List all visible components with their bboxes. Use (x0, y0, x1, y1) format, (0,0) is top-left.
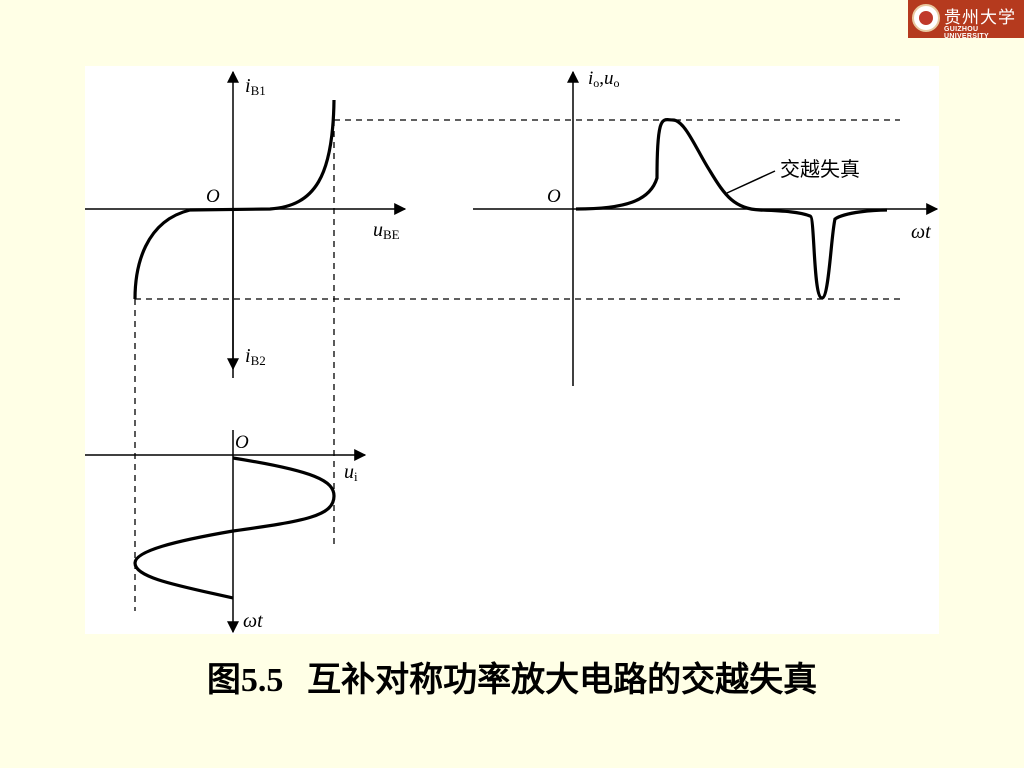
iB2-label: iB2 (245, 345, 266, 368)
university-logo: 贵州大学 GUIZHOU UNIVERSITY (908, 0, 1024, 40)
input-waveform-panel: O ui ωt (85, 430, 367, 634)
output-waveform-panel: 交越失真 O io,uo ωt (473, 68, 939, 386)
caption-prefix: 图 (206, 660, 241, 700)
crossover-distortion-annotation: 交越失真 (780, 157, 860, 181)
caption-number: 5.5 (240, 662, 284, 699)
figure-caption: 图5.5 互补对称功率放大电路的交越失真 (0, 652, 1024, 701)
io-uo-label: io,uo (588, 68, 620, 90)
guide-lines (134, 119, 900, 611)
logo-name-cn: 贵州大学 (944, 8, 1016, 28)
input-sine-curve (133, 456, 336, 600)
output-waveform-curve (575, 118, 888, 300)
iB1-label: iB1 (245, 75, 266, 98)
output-omega-t-label: ωt (911, 221, 931, 243)
input-omega-t-label: ωt (243, 610, 263, 632)
uBE-label: uBE (373, 219, 400, 242)
caption-text: 互补对称功率放大电路的交越失真 (307, 660, 818, 700)
origin-label-top-right: O (547, 186, 561, 207)
input-characteristic-curve (133, 99, 336, 300)
crossover-distortion-diagram: O iB1 iB2 uBE 交越失真 O io,uo ωt O ui ωt (85, 66, 939, 634)
ui-label: ui (344, 461, 358, 484)
input-characteristic-panel: O iB1 iB2 uBE (85, 70, 407, 378)
annotation-leader-line (726, 170, 776, 194)
seal-icon (912, 4, 940, 32)
origin-label-top-left: O (206, 186, 220, 207)
origin-label-bottom: O (235, 432, 249, 453)
logo-name-en: GUIZHOU UNIVERSITY (944, 26, 990, 40)
